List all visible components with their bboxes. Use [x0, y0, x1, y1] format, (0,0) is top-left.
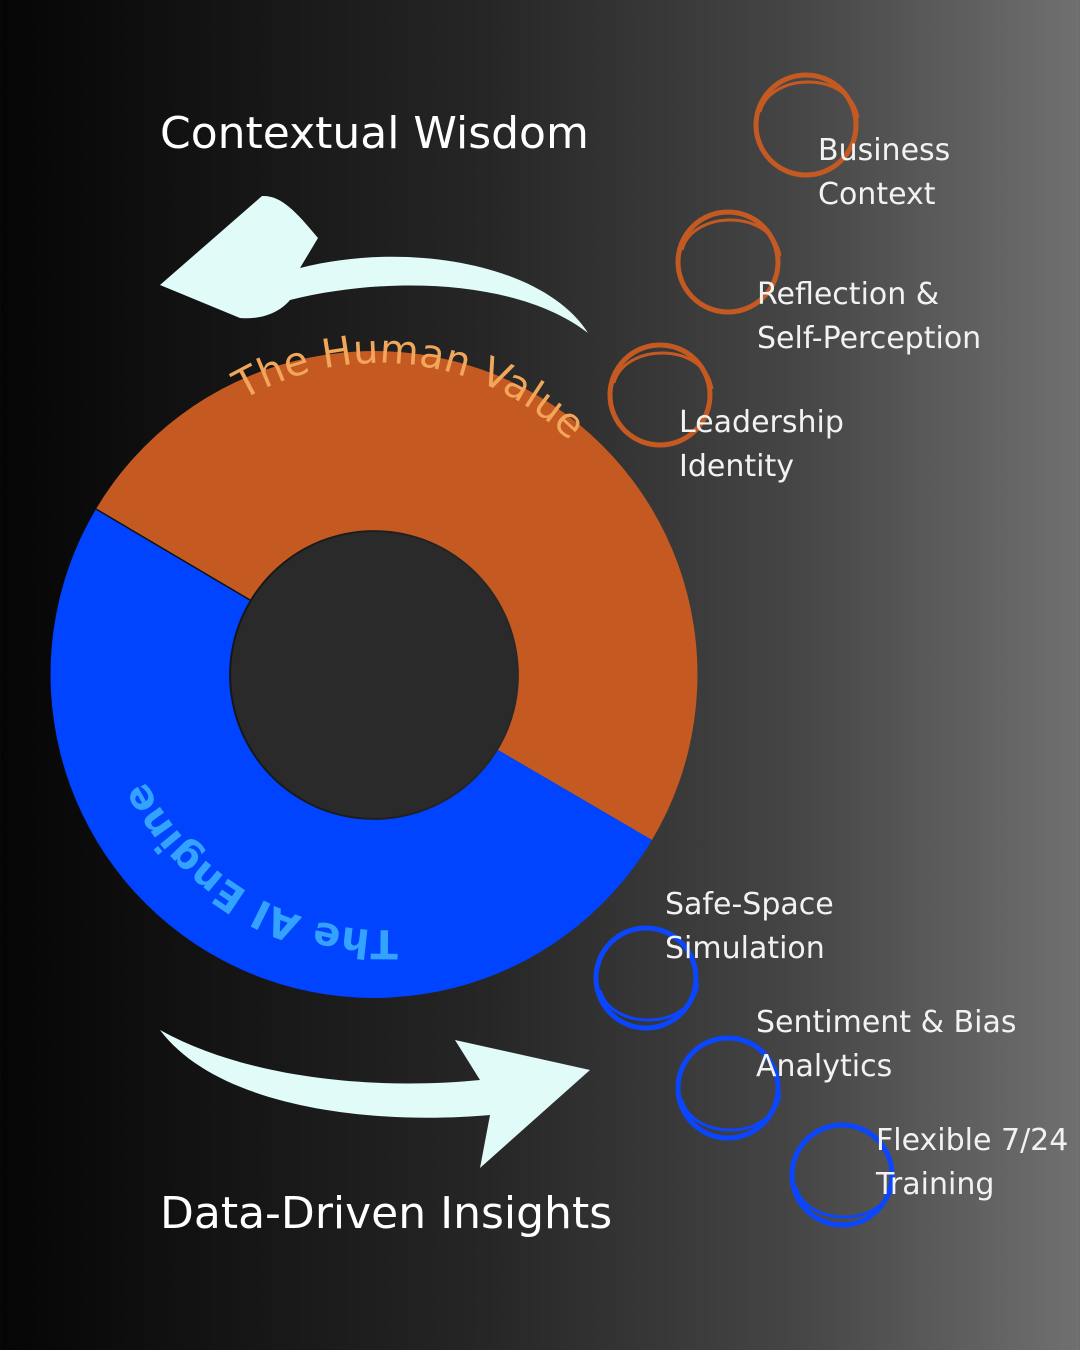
donut-ring [50, 351, 698, 998]
reflection-circle-icon [675, 209, 782, 315]
sentiment-circle-icon [675, 1035, 782, 1141]
curved-arrow-left-icon [160, 195, 588, 333]
data-driven-insights-heading: Data-Driven Insights [160, 1188, 613, 1239]
ai-engine-segment [50, 509, 653, 998]
human-value-segment [96, 351, 698, 840]
flexible-training-circle-icon [789, 1122, 896, 1228]
sentiment-bias-analytics-item: Sentiment & Bias Analytics [756, 1005, 1017, 1084]
reflection-self-perception-item: Reflection & Self-Perception [757, 277, 982, 356]
leadership-identity-item: Leadership Identity [679, 405, 844, 484]
business-context-circle-icon [753, 72, 860, 178]
business-context-item: Business Context [818, 133, 951, 212]
safe-space-circle-icon [593, 925, 700, 1031]
flexible-training-item: Flexible 7/24 Training [876, 1123, 1069, 1202]
contextual-wisdom-heading: Contextual Wisdom [160, 108, 589, 159]
leadership-identity-circle-icon [607, 342, 714, 448]
curved-arrow-right-icon [160, 1030, 590, 1168]
donut-hole [231, 532, 517, 818]
safe-space-simulation-item: Safe-Space Simulation [665, 887, 834, 966]
